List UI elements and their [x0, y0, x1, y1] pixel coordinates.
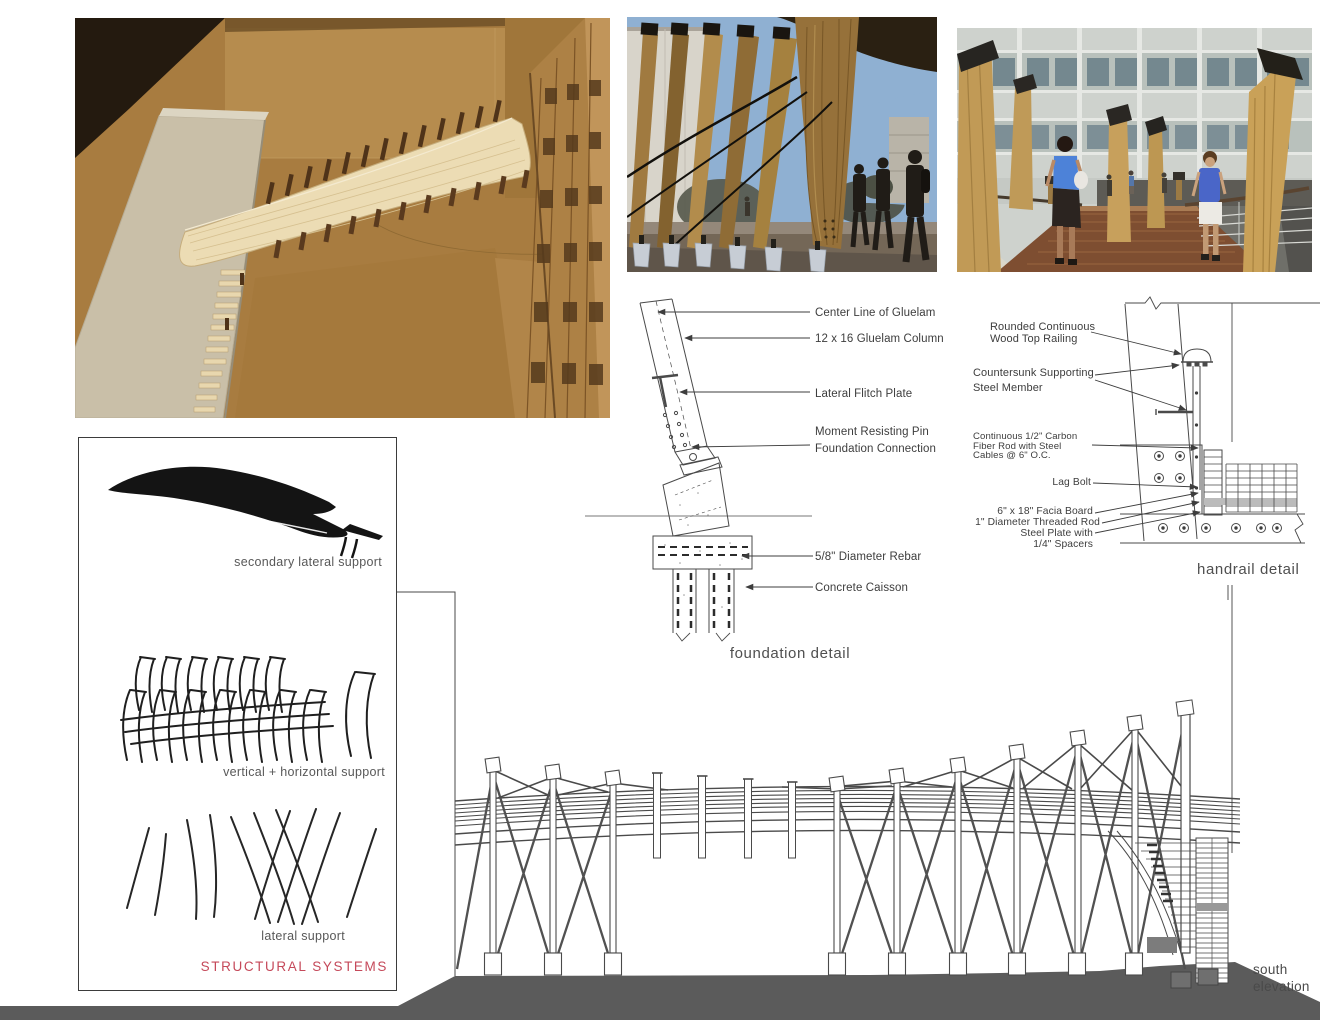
caption-lateral: lateral support — [261, 929, 345, 943]
model-posts-lower — [273, 169, 530, 259]
leader-lines — [657, 308, 813, 591]
label-steel-plate: Steel Plate with 1/4" Spacers — [1020, 528, 1093, 550]
deck-struts — [492, 727, 1186, 799]
label-wood-railing: Rounded Continuous Wood Top Railing — [990, 321, 1096, 345]
facia-and-planks — [1203, 449, 1298, 516]
secondary-lateral-support-sketch — [108, 466, 383, 559]
photo-shadow-corner — [75, 18, 225, 158]
pedestrians — [1045, 136, 1227, 265]
concrete-caissons — [672, 569, 735, 642]
leader-lines — [1090, 331, 1201, 534]
concrete-footings — [632, 235, 827, 272]
wood-columns — [957, 40, 1303, 272]
label-gluelam-column: 12 x 16 Gluelam Column — [815, 333, 944, 345]
bottom-slab — [1120, 513, 1305, 544]
render-bridge-deck-photo — [957, 28, 1312, 272]
x-braces — [455, 716, 1187, 970]
model-posts-upper — [265, 99, 502, 205]
label-centerline: Center Line of Gluelam — [815, 307, 936, 319]
label-flitch-plate: Lateral Flitch Plate — [815, 388, 913, 400]
south-elevation-caption: south elevation — [1253, 962, 1310, 994]
wood-top-railing — [1181, 348, 1213, 367]
model-building-right — [526, 18, 610, 418]
mid-span-posts — [652, 772, 798, 859]
steel-post — [1155, 366, 1201, 490]
caption-secondary-lateral: secondary lateral support — [234, 555, 382, 569]
wood-columns — [629, 17, 859, 249]
label-countersunk: Countersunk Supporting Steel Member — [973, 367, 1094, 394]
ground-band — [0, 962, 1320, 1020]
label-carbon-rod: Continuous 1/2" Carbon Fiber Rod with St… — [973, 431, 1078, 462]
handrail-detail-caption: handrail detail — [1197, 561, 1300, 578]
structural-systems-sketches — [108, 466, 383, 925]
connector-line — [397, 591, 456, 976]
model-stairs — [193, 269, 246, 413]
pedestrian-silhouettes — [744, 150, 930, 263]
label-moment-pin: Moment Resisting Pin Foundation Connecti… — [815, 426, 937, 455]
foundation-detail-drawing — [585, 298, 813, 642]
stair-tower — [1107, 699, 1229, 989]
model-building-left — [75, 108, 269, 418]
label-lag-bolt: Lag Bolt — [1052, 477, 1091, 488]
caption-vertical-horizontal: vertical + horizontal support — [223, 765, 385, 779]
model-photo — [75, 18, 610, 418]
structural-systems-title: STRUCTURAL SYSTEMS — [200, 959, 388, 974]
label-threaded-rod: 1" Diameter Threaded Rod — [975, 517, 1100, 528]
vertical-horizontal-support-sketch — [120, 656, 376, 763]
columns — [483, 714, 1144, 976]
deck-edge-beam — [1120, 444, 1203, 514]
south-elevation-drawing — [397, 585, 1241, 989]
label-caisson: Concrete Caisson — [815, 582, 909, 594]
gluelam-column — [639, 298, 708, 453]
steel-braces — [627, 75, 833, 253]
lateral-support-sketch — [126, 808, 377, 925]
foundation-block — [652, 462, 753, 570]
deck-band — [454, 785, 1241, 846]
render-under-structure-photo — [627, 17, 937, 272]
label-rebar: 5/8" Diameter Rebar — [815, 551, 922, 563]
label-facia-board: 6" x 18" Facia Board — [997, 506, 1093, 517]
handrail-detail-drawing — [1090, 296, 1320, 600]
gluelam-post-section — [1124, 303, 1198, 542]
structural-systems-panel — [78, 437, 397, 991]
foundation-detail-caption: foundation detail — [729, 645, 851, 662]
